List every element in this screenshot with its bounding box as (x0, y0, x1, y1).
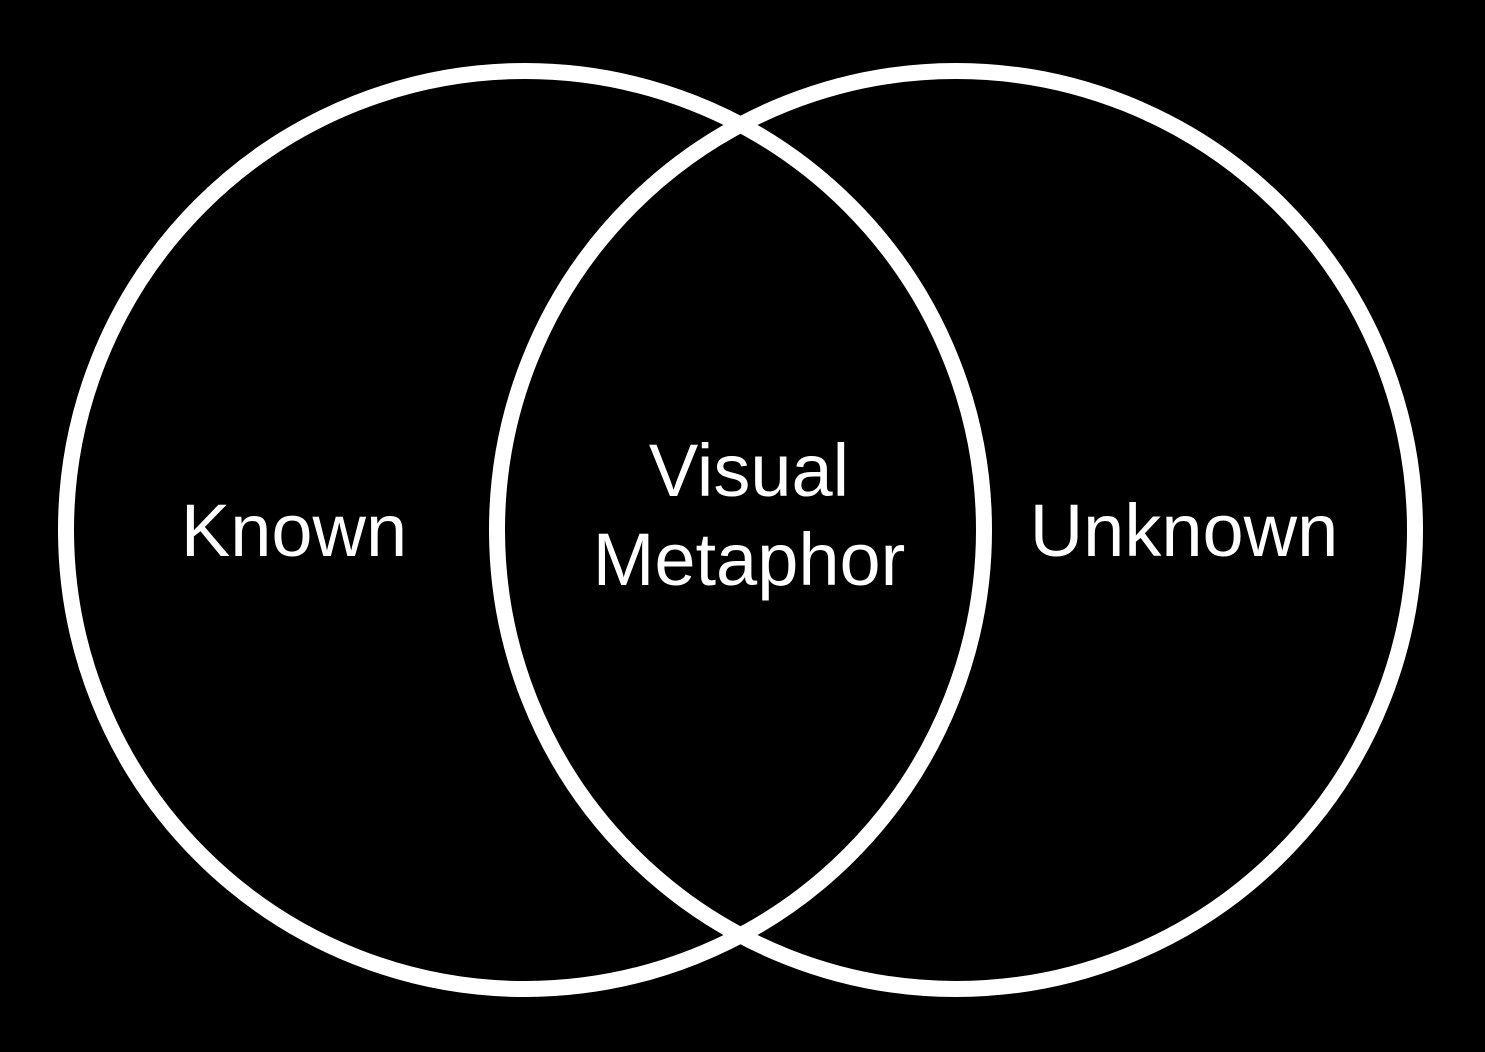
known-label: Known (181, 489, 407, 572)
known-circle (58, 63, 992, 997)
intersection-label-line-1: Visual (649, 429, 849, 512)
unknown-circle (489, 63, 1423, 997)
unknown-label: Unknown (1030, 489, 1339, 572)
intersection-label-line-2: Metaphor (593, 518, 906, 601)
